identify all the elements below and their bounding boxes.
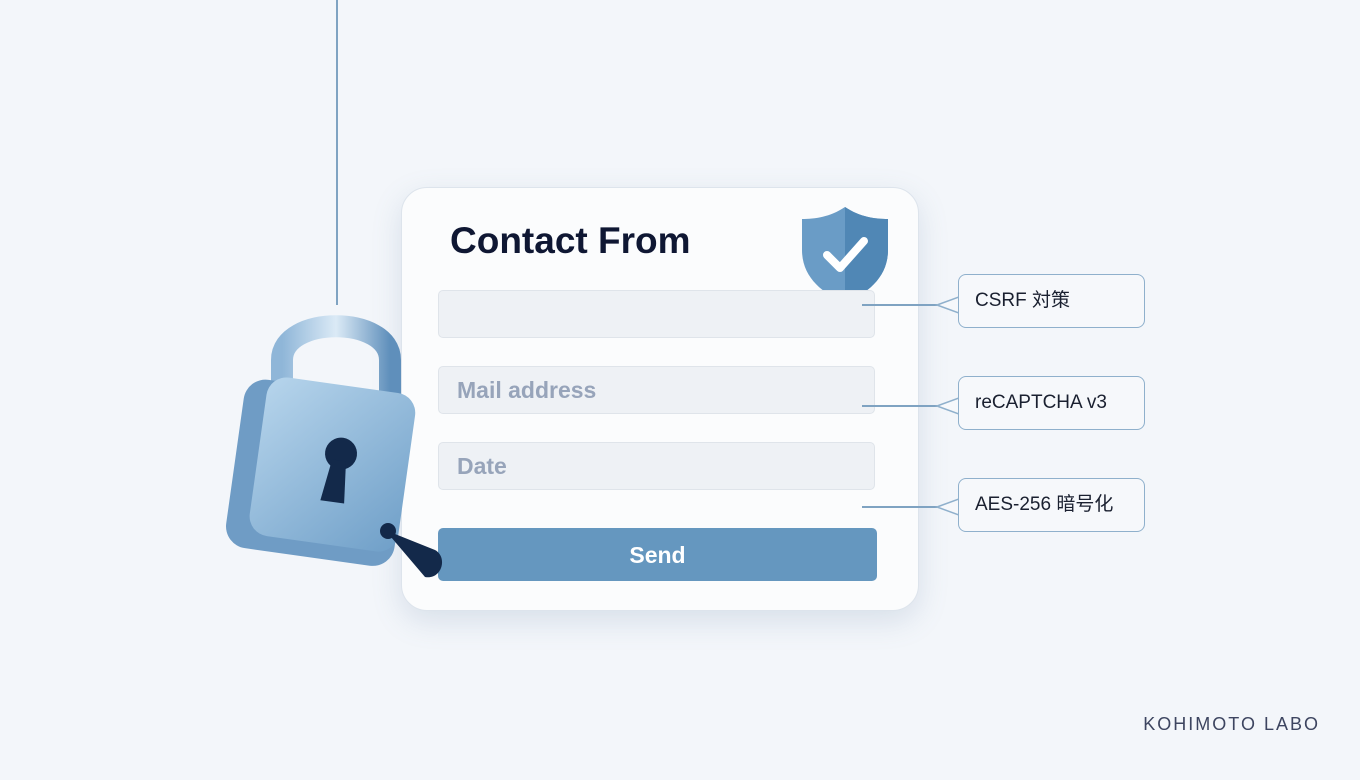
mail-address-input[interactable]: Mail address [438, 366, 875, 414]
callout-recaptcha: reCAPTCHA v3 [958, 376, 1145, 430]
form-title: Contact From [450, 220, 691, 261]
leader-line [862, 506, 937, 508]
leader-line [862, 405, 937, 407]
send-button[interactable]: Send [438, 528, 877, 581]
lock-string [336, 0, 338, 305]
brand-logo-text: KOHIMOTO LABO [1143, 714, 1320, 734]
shield-check-icon [802, 207, 888, 303]
callout-pointer [935, 498, 959, 516]
name-input[interactable] [438, 290, 875, 338]
callout-aes: AES-256 暗号化 [958, 478, 1145, 532]
callout-pointer [935, 296, 959, 314]
padlock-icon [226, 315, 443, 578]
leader-line [862, 304, 937, 306]
callout-csrf: CSRF 対策 [958, 274, 1145, 328]
callout-pointer [935, 397, 959, 415]
date-input[interactable]: Date [438, 442, 875, 490]
